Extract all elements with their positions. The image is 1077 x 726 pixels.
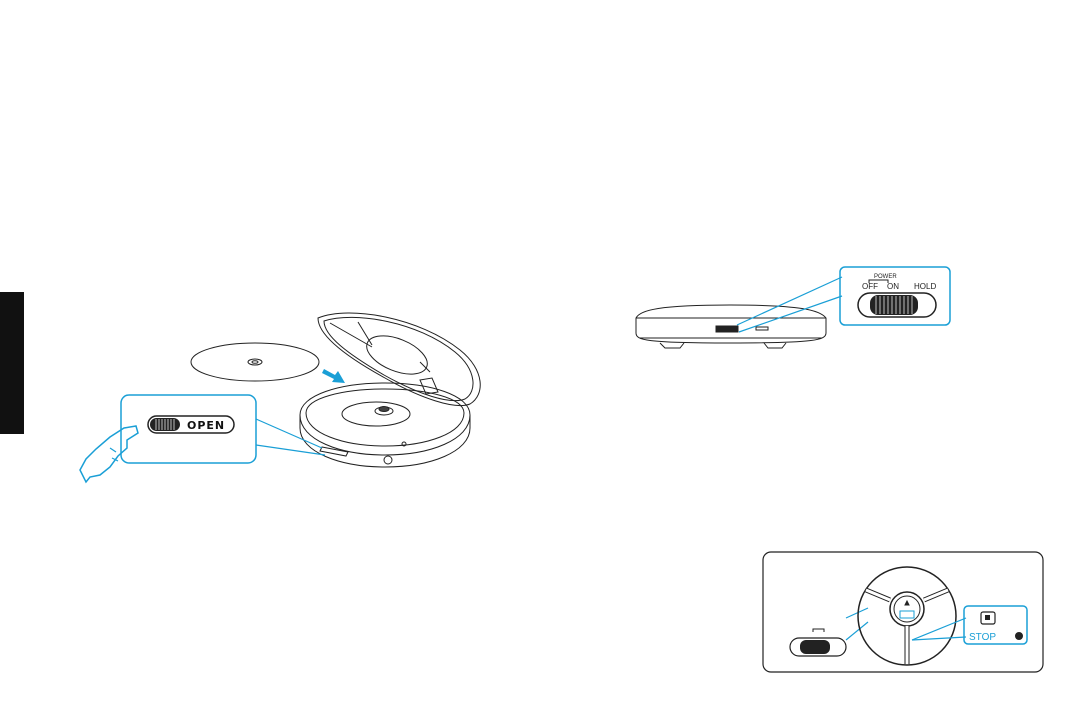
power-hold-label: HOLD [914,282,936,291]
figure-stop-button [763,552,1043,672]
hand-icon [80,426,138,482]
player-body-illustration [300,378,470,467]
stop-label: STOP [969,632,996,643]
stop-figure-frame [763,552,1043,672]
magnified-control-wheel [858,567,956,665]
cd-disc-illustration [191,343,319,381]
power-slide-switch[interactable] [858,293,936,317]
indicator-dot [1015,632,1023,640]
power-title: POWER [874,274,897,280]
power-on-label: ON [887,282,899,291]
figure-open-lid [80,313,480,482]
open-switch-label: OPEN [187,419,225,432]
insert-arrow-icon [322,369,345,383]
figure-power-switch [636,267,950,348]
power-off-label: OFF [862,282,878,291]
player-lid-illustration [318,313,480,406]
mini-power-switch[interactable] [790,629,846,656]
stop-square-icon[interactable] [981,612,995,624]
